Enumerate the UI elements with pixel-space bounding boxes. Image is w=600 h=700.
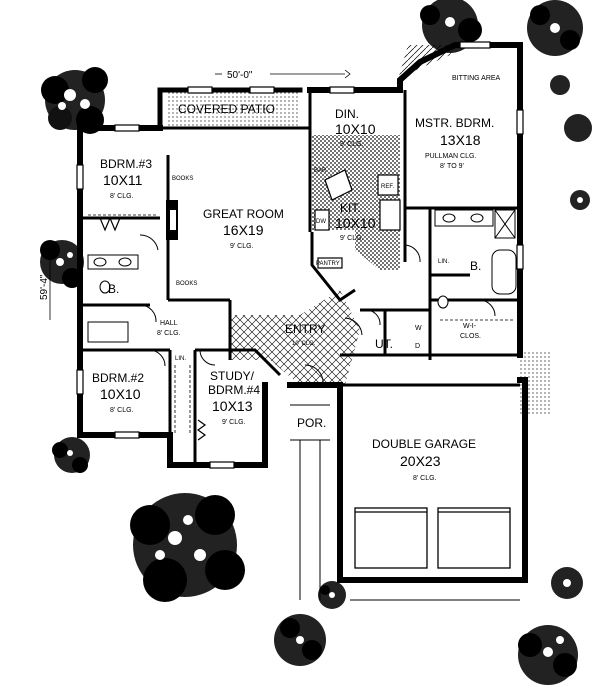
study-size: 10X13 [212, 398, 253, 414]
dimension-lines [45, 69, 351, 320]
great-room-size: 16X19 [223, 222, 264, 238]
landscape-trees [40, 0, 592, 685]
tree-bottom-right [274, 567, 583, 685]
tree-bottom-middle [318, 581, 346, 609]
bar-label: BAR [314, 168, 327, 174]
labels: 50'-0" 59'-4" COVERED PATIO DIN. 10X10 9… [39, 70, 501, 482]
bitting-area-label: BITTING AREA [452, 75, 501, 82]
bifold-doors [99, 216, 207, 441]
kitchen-fixtures [314, 169, 401, 269]
covered-patio-label: COVERED PATIO [178, 102, 275, 116]
entry-floor-tile [230, 290, 360, 385]
bdrm2-name: BDRM.#2 [92, 371, 144, 385]
dimension-width: 50'-0" [227, 70, 253, 81]
lin-master-label: LIN. [438, 259, 449, 265]
din-name: DIN. [335, 107, 359, 121]
garage-name: DOUBLE GARAGE [372, 437, 476, 451]
wi-clos-name2: CLOS. [460, 333, 481, 340]
bay-window-roof [395, 45, 455, 90]
mstr-bdrm-ceiling: PULLMAN CLG. [425, 153, 476, 160]
kit-name: KIT. [340, 201, 361, 215]
hall-ceiling: 8' CLG. [157, 330, 181, 337]
closet-shelves [88, 214, 515, 435]
kitchen-floor-tile [312, 135, 400, 270]
kit-ceiling: 9' CLG. [340, 235, 364, 242]
books-bottom-label: BOOKS [176, 281, 197, 287]
garage-doors [354, 507, 511, 569]
bath-fixtures [87, 209, 517, 343]
fireplace [166, 200, 178, 240]
study-name2: BDRM.#4 [208, 383, 260, 397]
mstr-bdrm-name: MSTR. BDRM. [415, 116, 494, 130]
bdrm3-size: 10X11 [103, 172, 143, 188]
doors [139, 234, 496, 386]
bath-master-label: B. [470, 259, 481, 273]
hall-name: HALL [160, 320, 178, 327]
books-top-label: BOOKS [172, 176, 193, 182]
din-ceiling: 9' CLG. [340, 141, 364, 148]
walkway [290, 404, 520, 601]
covered-patio-area [168, 88, 300, 128]
kit-size: 10X10 [335, 215, 376, 231]
tree-bottom-left [52, 437, 90, 473]
entry-name: ENTRY [285, 322, 325, 336]
bdrm2-size: 10X10 [100, 386, 141, 402]
ref-label: REF. [381, 184, 394, 190]
utility-label: UT. [375, 337, 393, 351]
mstr-bdrm-size: 13X18 [440, 132, 481, 148]
mstr-bdrm-ceiling2: 8' TO 9' [440, 163, 464, 170]
din-size: 10X10 [335, 121, 376, 137]
tree-top-left [41, 67, 108, 134]
dw-label: DW [316, 219, 326, 225]
bdrm2-ceiling: 8' CLG. [110, 407, 134, 414]
entry-ceiling: 10' CLG. [292, 341, 316, 347]
great-room-name: GREAT ROOM [203, 207, 284, 221]
bath-main-label: B. [108, 282, 119, 296]
bdrm3-name: BDRM.#3 [100, 157, 152, 171]
garage-size: 20X23 [400, 453, 441, 469]
dryer-label: D [415, 343, 420, 350]
tree-top-right [420, 0, 592, 210]
great-room-ceiling: 9' CLG. [230, 243, 254, 250]
pantry-label: PANTRY [316, 261, 340, 267]
por-label: POR. [297, 416, 326, 430]
tree-bottom-center [130, 493, 245, 602]
bdrm3-ceiling: 8' CLG. [110, 193, 134, 200]
wi-clos-name: W-I- [463, 323, 477, 330]
study-ceiling: 9' CLG. [222, 419, 246, 426]
windows [76, 41, 524, 469]
washer-label: W [415, 325, 422, 332]
dimension-depth: 59'-4" [39, 274, 50, 300]
lin-hall-label: LIN. [175, 356, 186, 362]
garage-ceiling: 8' CLG. [413, 475, 437, 482]
study-name: STUDY/ [210, 369, 255, 383]
